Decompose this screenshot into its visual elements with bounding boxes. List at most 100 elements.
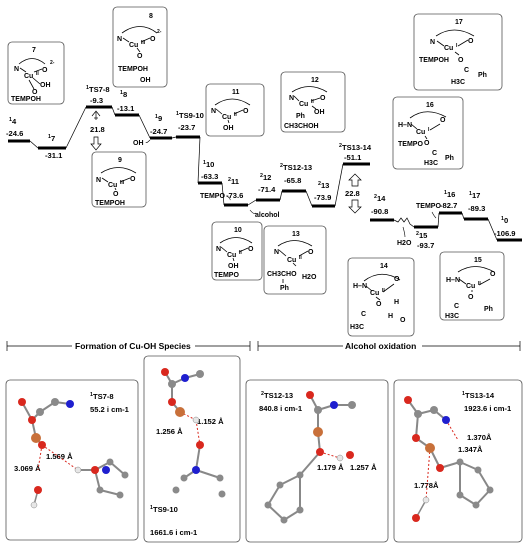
level-labels: 14 -24.6 17 -31.1 1TS7-8 -9.3 18 -13.1 1… <box>6 85 516 250</box>
svg-text:CH3CHO: CH3CHO <box>267 271 297 278</box>
svg-text:I: I <box>456 43 458 49</box>
ts-panel-ts1213: 2TS12-13 840.8 i cm-1 1.179 Å 1.257 Å <box>245 379 389 543</box>
energy-levels <box>8 105 522 242</box>
svg-text:H3C: H3C <box>350 324 364 331</box>
section-right-label: Alcohol oxidation <box>345 341 416 351</box>
svg-text:8: 8 <box>149 13 153 20</box>
svg-text:N: N <box>117 36 122 43</box>
svg-text:O: O <box>248 246 254 253</box>
structure-13: 13 N Cu II O CH3CHO Ph H2O <box>263 225 327 295</box>
svg-text:O: O <box>113 191 119 198</box>
svg-text:1TS7-8: 1TS7-8 <box>90 392 114 401</box>
value-12: -71.4 <box>258 185 276 194</box>
svg-text:N: N <box>289 95 294 102</box>
barrier-arrow-1: 21.8 <box>90 110 105 151</box>
value-10: -63.3 <box>201 172 218 181</box>
svg-text:1.256 Å: 1.256 Å <box>156 427 183 436</box>
svg-text:TEMPO: TEMPO <box>398 141 423 148</box>
svg-text:C: C <box>432 150 437 157</box>
svg-text:Ph: Ph <box>445 155 454 162</box>
ts-panel-ts1314: 1TS13-14 1923.6 i cm-1 1.370Å 1.347Å 1.7… <box>393 379 523 543</box>
svg-text:TEMPOH: TEMPOH <box>118 66 148 73</box>
side-tempo-a: TEMPO <box>200 193 225 200</box>
svg-text:O: O <box>376 301 382 308</box>
svg-text:1.152 Å: 1.152 Å <box>197 417 224 426</box>
svg-text:O: O <box>243 108 249 115</box>
svg-text:CH3CHOH: CH3CHOH <box>284 123 319 130</box>
svg-text:Cu: Cu <box>24 73 33 80</box>
svg-text:2-: 2- <box>50 60 55 66</box>
label-16: 116 <box>444 190 455 199</box>
svg-text:Cu: Cu <box>108 182 117 189</box>
svg-text:Ph: Ph <box>280 285 289 292</box>
label-10: 110 <box>203 160 214 169</box>
svg-text:Cu: Cu <box>370 290 379 297</box>
svg-text:OH: OH <box>228 263 239 270</box>
structure-16: 16 H–N Cu I O TEMPO O C Ph H3C <box>392 96 464 170</box>
svg-text:N: N <box>216 246 221 253</box>
ts-panel-ts910: 1TS9-10 1661.6 i cm-1 1.256 Å 1.152 Å <box>143 355 241 543</box>
structure-12: 12 N Cu II O Ph OH CH3CHOH <box>280 71 346 133</box>
svg-text:N: N <box>211 108 216 115</box>
svg-text:1TS13-14: 1TS13-14 <box>462 391 495 400</box>
side-alcohol: alcohol <box>255 212 280 219</box>
svg-text:II: II <box>36 71 39 77</box>
label-17: 117 <box>469 191 480 200</box>
svg-text:1.257 Å: 1.257 Å <box>350 463 377 472</box>
svg-text:Ph: Ph <box>296 113 305 120</box>
svg-text:15: 15 <box>474 257 482 264</box>
value-9: -24.7 <box>150 127 167 136</box>
svg-text:1.179 Å: 1.179 Å <box>317 463 344 472</box>
svg-text:OH: OH <box>40 82 51 89</box>
svg-text:C: C <box>454 303 459 310</box>
svg-text:O: O <box>308 249 314 256</box>
side-h2o: H2O <box>397 240 412 247</box>
svg-text:1.347Å: 1.347Å <box>458 445 483 454</box>
svg-text:Cu: Cu <box>299 101 308 108</box>
svg-text:TEMPOH: TEMPOH <box>11 96 41 103</box>
svg-text:O: O <box>440 117 446 124</box>
label-ts1314: 2TS13-14 <box>339 143 372 152</box>
label-8: 18 <box>120 90 127 99</box>
barrier-value-2: 22.8 <box>345 189 360 198</box>
svg-text:1.569 Å: 1.569 Å <box>46 452 73 461</box>
svg-text:1TS9-10: 1TS9-10 <box>150 505 178 514</box>
structure-8: 8 N Cu III O 2- O TEMPOH OH <box>112 6 168 88</box>
svg-text:55.2 i cm-1: 55.2 i cm-1 <box>90 405 130 414</box>
svg-text:Cu: Cu <box>444 45 453 52</box>
value-ts78: -9.3 <box>90 96 103 105</box>
svg-text:O: O <box>32 89 38 96</box>
structure-17: 17 N Cu I O TEMPOH O C Ph H3C <box>413 13 503 91</box>
label-9: 19 <box>155 114 162 123</box>
svg-text:Cu: Cu <box>129 42 138 49</box>
value-11: -73.6 <box>226 191 243 200</box>
svg-text:II: II <box>299 255 302 261</box>
barrier-value-1: 21.8 <box>90 125 105 134</box>
side-labels: OH TEMPO alcohol H2O TEMPO <box>133 139 441 247</box>
structure-10: 10 N Cu II O OH TEMPO <box>211 221 263 281</box>
svg-text:840.8 i cm-1: 840.8 i cm-1 <box>259 404 303 413</box>
svg-text:1.370Å: 1.370Å <box>467 433 492 442</box>
svg-text:H–N: H–N <box>398 122 412 129</box>
label-14: 214 <box>374 194 386 203</box>
svg-text:II: II <box>382 288 385 294</box>
svg-text:2-: 2- <box>157 29 162 35</box>
svg-text:H3C: H3C <box>451 79 465 86</box>
svg-text:9: 9 <box>118 157 122 164</box>
value-7: -31.1 <box>45 151 63 160</box>
svg-text:13: 13 <box>292 231 300 238</box>
level-connectors <box>29 106 498 241</box>
section-left-label: Formation of Cu-OH Species <box>75 341 191 351</box>
svg-text:II: II <box>234 112 237 118</box>
svg-text:N: N <box>274 249 279 256</box>
section-bar <box>6 341 521 351</box>
svg-text:2TS12-13: 2TS12-13 <box>261 391 293 400</box>
svg-text:O: O <box>458 57 464 64</box>
structure-7: 7 N Cu II O 2- OH O TEMPOH <box>7 41 65 105</box>
value-15: -93.7 <box>417 241 434 250</box>
value-14: -90.8 <box>371 207 388 216</box>
svg-text:II: II <box>311 99 314 105</box>
svg-text:TEMPOH: TEMPOH <box>95 200 125 207</box>
svg-text:N: N <box>14 66 19 73</box>
